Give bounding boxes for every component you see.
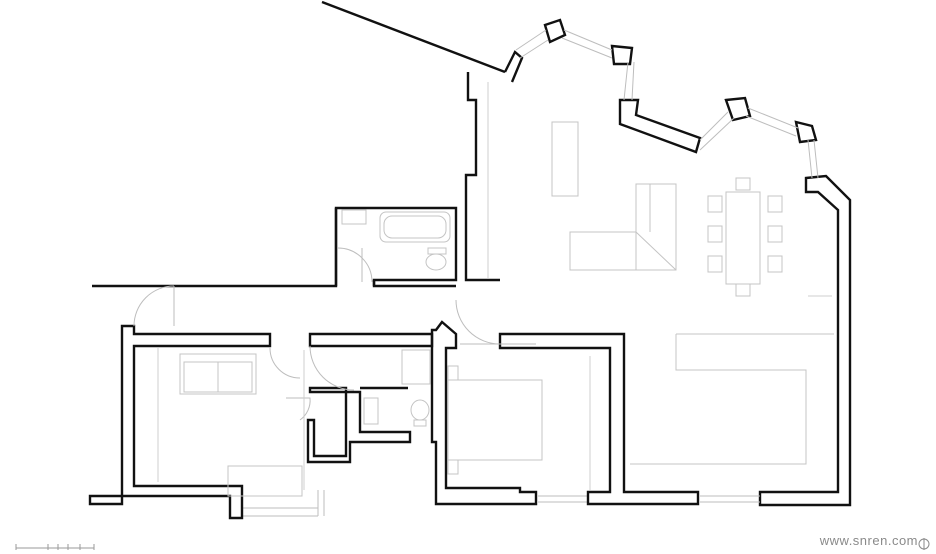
upper-bathroom: [92, 206, 458, 288]
kitchen-counter: [630, 333, 834, 465]
living-dining-area: [487, 82, 834, 465]
left-sofa: [179, 353, 257, 395]
washbasin: [341, 209, 367, 225]
toilet: [425, 253, 447, 271]
left-bedroom: [88, 285, 305, 520]
bay-window-walls: [464, 18, 852, 507]
north-arrow-icon: [918, 538, 930, 550]
small-washbasin: [363, 397, 379, 425]
bed: [447, 379, 543, 461]
bathtub: [379, 211, 451, 243]
centre-bathroom: [286, 332, 434, 464]
centre-bedroom: [430, 299, 700, 506]
site-boundary: [321, 0, 506, 74]
desk: [227, 465, 303, 497]
window-glazing: [242, 29, 819, 517]
scale-bar: [15, 544, 95, 550]
watermark-text: www.snren.com: [819, 533, 918, 548]
dining-table: [725, 191, 761, 285]
corner-sofa: [569, 183, 677, 271]
small-toilet: [410, 399, 430, 421]
kitchen-island: [551, 121, 579, 197]
